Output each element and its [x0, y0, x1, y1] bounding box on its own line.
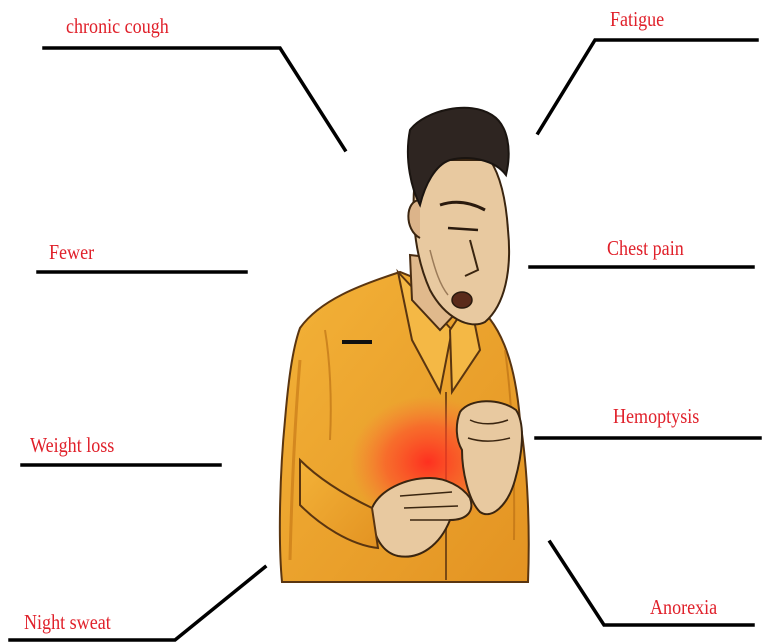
chronic-cough-leader-line	[44, 48, 345, 150]
symptom-label-fever: Fewer	[49, 242, 94, 263]
symptom-label-weight-loss: Weight loss	[30, 435, 114, 456]
symptom-label-chest-pain: Chest pain	[607, 238, 684, 259]
coughing-man-illustration	[280, 108, 529, 582]
symptom-label-fatigue: Fatigue	[610, 9, 664, 30]
symptom-label-hemoptysis: Hemoptysis	[613, 406, 699, 427]
symptom-label-night-sweat: Night sweat	[24, 612, 111, 633]
symptom-label-chronic-cough: chronic cough	[66, 16, 169, 37]
symptom-label-anorexia: Anorexia	[650, 597, 717, 618]
fatigue-leader-line	[538, 40, 757, 133]
